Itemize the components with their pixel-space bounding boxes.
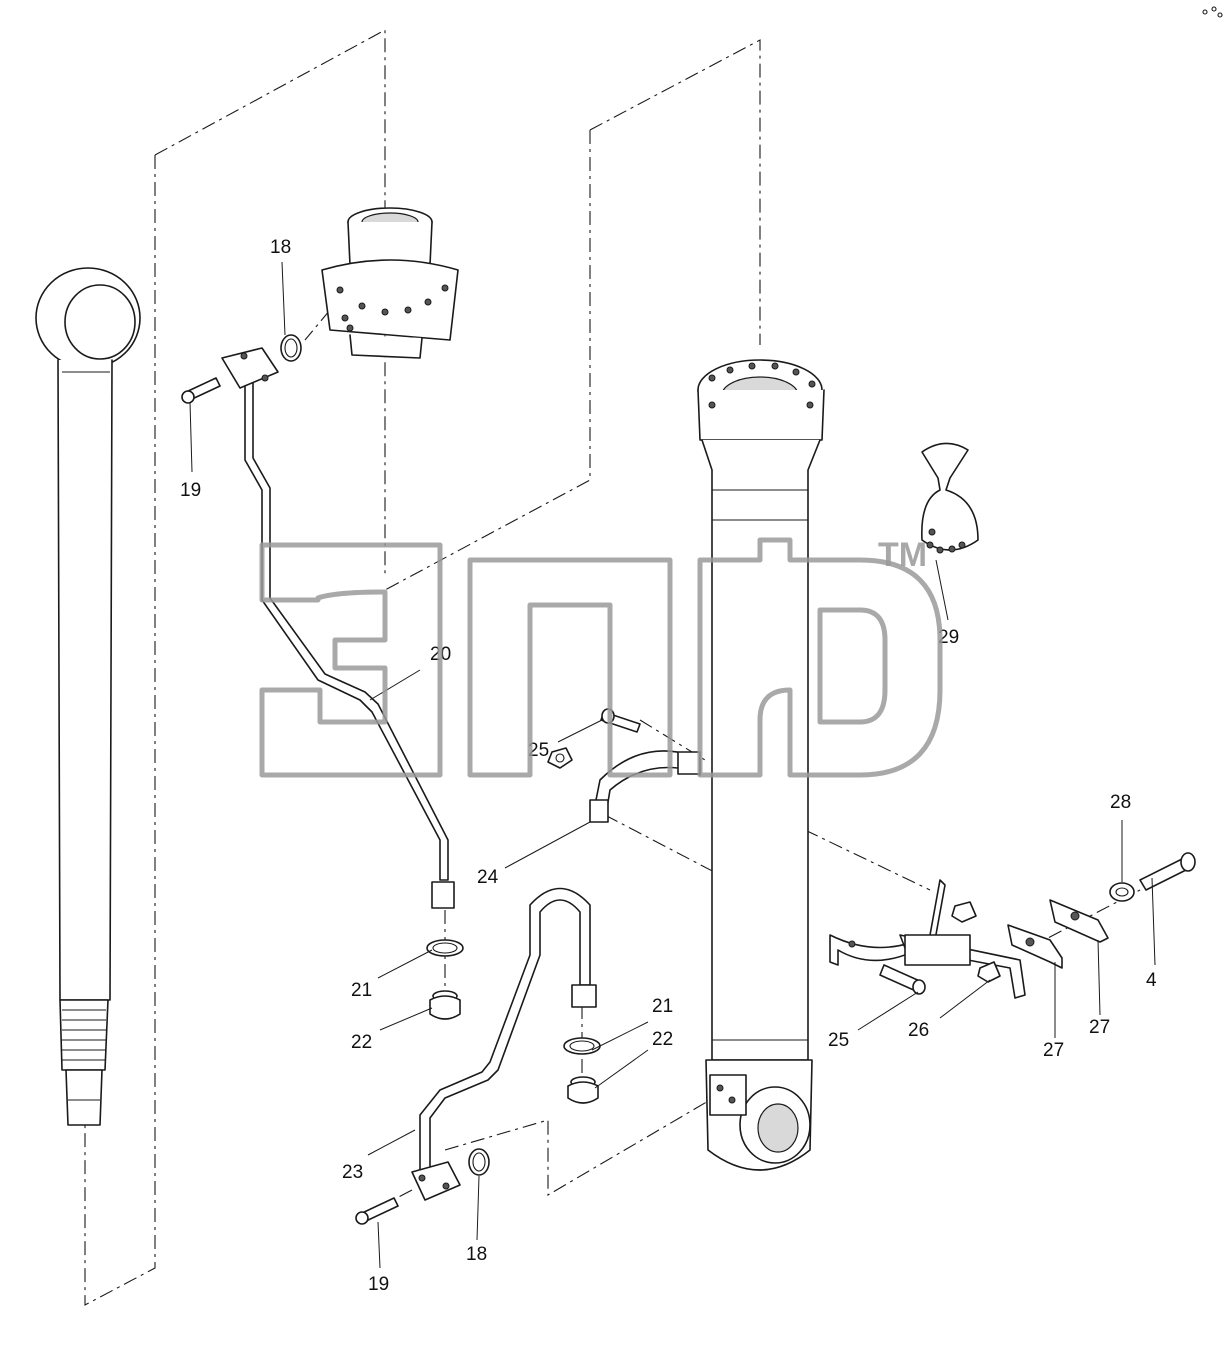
callout-19-top: 19 [180,480,201,501]
callout-21-right: 21 [652,996,673,1017]
clamp-half-27-back [1049,899,1109,943]
cap-29 [921,442,979,554]
watermark-trademark: TM [878,536,927,574]
callout-21-left: 21 [351,980,372,1001]
callout-27-back: 27 [1089,1017,1110,1038]
bolt-4 [1139,852,1196,891]
o-ring-18-top [280,334,302,362]
callout-28: 28 [1110,792,1131,813]
bolt-25-bottom [879,964,926,995]
corner-marks [1202,6,1223,18]
washer-28 [1109,882,1135,902]
seal-ring-21-right [563,1037,601,1055]
plug-22-left [429,990,461,1020]
callout-29: 29 [938,627,959,648]
nut-25-top [547,747,573,769]
callout-25-bottom: 25 [828,1030,849,1051]
piston-rod [35,267,141,1126]
callout-23: 23 [342,1162,363,1183]
callout-22-left: 22 [351,1032,372,1053]
callout-24: 24 [477,867,499,888]
callout-labels: 18 19 20 25 24 29 28 4 21 22 21 22 25 26… [180,237,1157,1295]
callout-18-bottom: 18 [466,1244,487,1265]
bolt-25-top [600,708,641,733]
callout-26: 26 [908,1020,929,1041]
cylinder-head [321,207,459,359]
callout-18-top: 18 [270,237,291,258]
watermark-logo: TM [259,536,943,778]
bracket-26 [829,879,1026,999]
callout-27-front: 27 [1043,1040,1064,1061]
callout-4: 4 [1146,970,1157,991]
hydraulic-pipe-upper [221,347,455,909]
plug-22-right [567,1076,599,1104]
callout-22-right: 22 [652,1029,673,1050]
bolt-19-bottom [355,1197,399,1225]
seal-ring-21-left [426,939,464,957]
clamp-half-27-front [1007,924,1063,969]
callout-19-bottom: 19 [368,1274,389,1295]
bolt-19-top [181,377,221,404]
callout-25-top: 25 [528,740,549,761]
leader-lines [189,261,1156,1269]
o-ring-18-bottom [468,1148,490,1176]
clamp-24 [589,750,701,823]
hydraulic-pipe-lower [411,887,597,1201]
